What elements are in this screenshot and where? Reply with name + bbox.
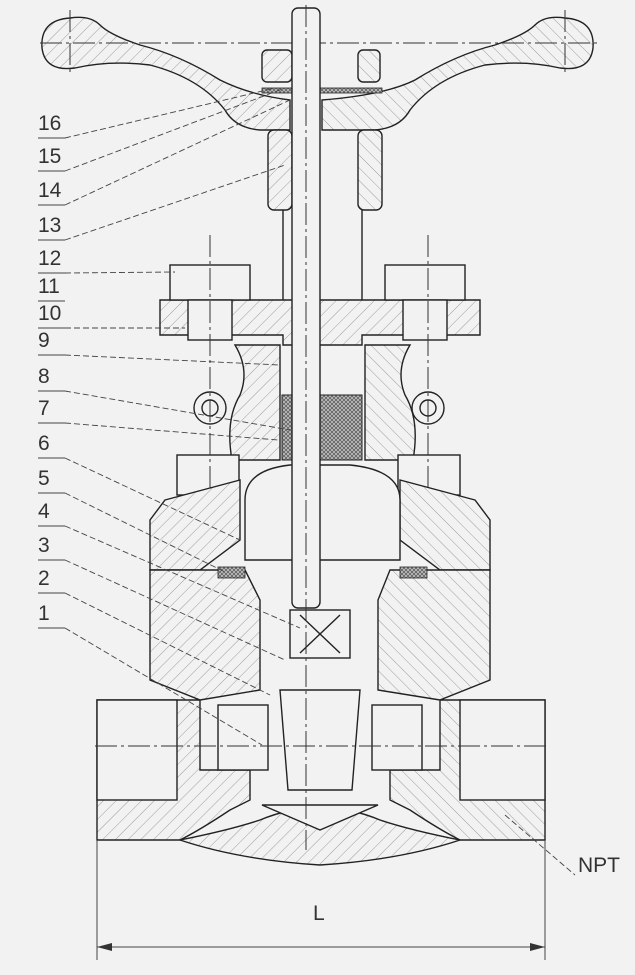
leader-line	[64, 559, 286, 661]
part-label-12: 12	[38, 247, 61, 270]
dimension-L	[96, 840, 546, 960]
leader-line	[64, 627, 263, 746]
length-label: L	[313, 902, 325, 925]
part-label-9: 9	[38, 329, 50, 352]
leader-line	[64, 87, 286, 172]
part-label-5: 5	[38, 467, 50, 490]
part-label-6: 6	[38, 432, 50, 455]
part-label-1: 1	[38, 602, 50, 625]
part-label-7: 7	[38, 397, 50, 420]
valve-body	[96, 464, 546, 866]
leader-line	[64, 271, 176, 274]
leader-line	[64, 592, 271, 696]
leader-line	[64, 164, 286, 241]
npt-label: NPT	[578, 854, 620, 877]
part-label-3: 3	[38, 534, 50, 557]
leader-line	[64, 492, 226, 573]
leader-line	[64, 457, 241, 541]
part-label-4: 4	[38, 500, 50, 523]
stem-nut	[261, 49, 383, 211]
part-label-16: 16	[38, 112, 61, 135]
leader-line	[64, 525, 301, 629]
leader-line	[64, 390, 291, 431]
part-label-11: 11	[38, 275, 60, 298]
part-label-14: 14	[38, 179, 62, 202]
bolts	[169, 235, 466, 500]
leader-line	[64, 99, 291, 206]
part-label-15: 15	[38, 145, 61, 168]
part-label-8: 8	[38, 365, 50, 388]
part-label-13: 13	[38, 214, 61, 237]
part-label-10: 10	[38, 302, 61, 325]
part-label-2: 2	[38, 567, 50, 590]
handwheel	[40, 10, 600, 131]
